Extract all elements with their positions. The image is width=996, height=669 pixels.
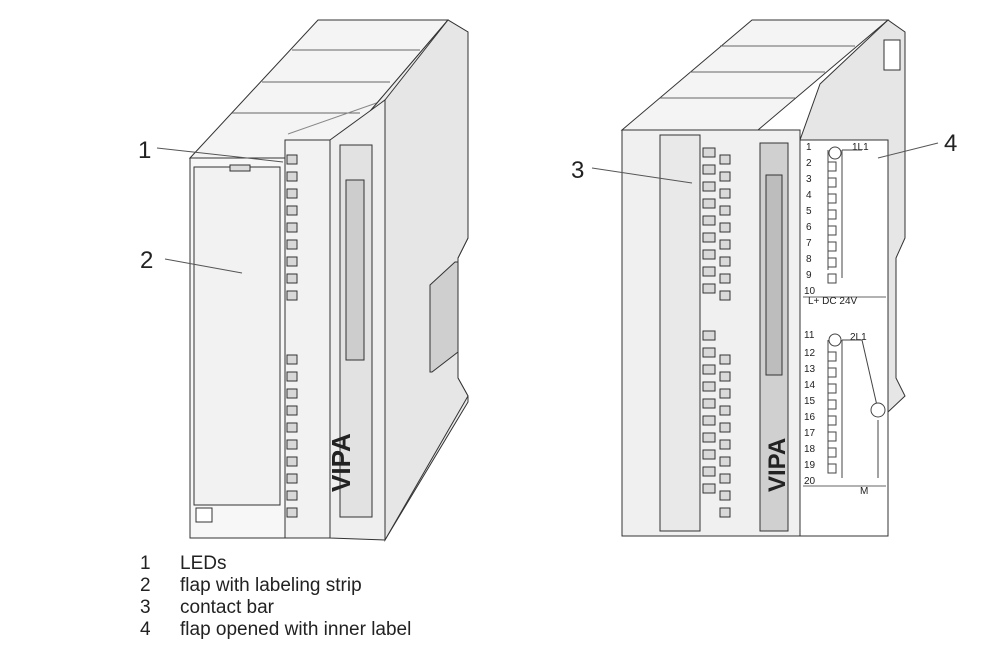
callout-1: 1	[138, 137, 284, 164]
inner-label-flap	[799, 139, 889, 537]
contact-bar	[702, 147, 731, 518]
legend-number: 4	[140, 619, 151, 640]
legend-number: 2	[140, 575, 151, 596]
legend-text: flap with labeling strip	[180, 575, 362, 596]
group1-label: 1L1	[852, 142, 869, 153]
terminal-9: 9	[806, 270, 812, 281]
legend-item: 2 flap with labeling strip	[140, 575, 411, 597]
module-closed: VIPA	[188, 19, 469, 542]
terminal-11: 11	[804, 330, 815, 341]
terminal-4: 4	[806, 190, 812, 201]
terminal-12: 12	[804, 348, 816, 359]
brand-logo-left: VIPA	[326, 433, 356, 492]
terminal-18: 18	[804, 444, 816, 455]
inner-label	[803, 146, 886, 487]
terminal-15: 15	[804, 396, 816, 407]
terminal-16: 16	[804, 412, 816, 423]
terminal-14: 14	[804, 380, 816, 391]
legend-item: 3 contact bar	[140, 597, 411, 619]
module-open: VIPA	[620, 19, 906, 537]
terminal-7: 7	[806, 238, 812, 249]
terminal-2: 2	[806, 158, 812, 169]
legend-text: flap opened with inner label	[180, 619, 412, 640]
callout-2-label: 2	[140, 247, 153, 274]
callout-4: 4	[877, 130, 957, 159]
legend-text: contact bar	[180, 597, 274, 618]
terminal-5: 5	[806, 206, 812, 217]
callout-4-label: 4	[944, 130, 957, 157]
terminal-17: 17	[804, 428, 816, 439]
group2-label: 2L1	[850, 332, 867, 343]
terminal-10: 10	[804, 286, 816, 297]
terminal-3: 3	[806, 174, 812, 185]
terminal-numbers: 1 2 3 4 5 6 7 8 9 10 11 12 13 14 15 16 1…	[804, 142, 869, 497]
legend-number: 3	[140, 597, 151, 618]
callout-1-label: 1	[138, 137, 151, 164]
terminal-6: 6	[806, 222, 812, 233]
callout-3: 3	[571, 157, 693, 184]
inner-label-terminals	[827, 161, 837, 474]
terminal-1: 1	[806, 142, 812, 153]
ground-label: M	[860, 486, 868, 497]
terminal-8: 8	[806, 254, 812, 265]
callout-3-label: 3	[571, 157, 584, 184]
terminal-19: 19	[804, 460, 816, 471]
legend: 1 LEDs 2 flap with labeling strip 3 contact…	[140, 553, 411, 641]
brand-logo-right: VIPA	[764, 438, 791, 492]
supply-label: L+ DC 24V	[808, 296, 858, 307]
terminal-20: 20	[804, 476, 816, 487]
module-closed-side-connector	[429, 261, 459, 373]
legend-item: 4 flap opened with inner label	[140, 619, 411, 641]
legend-item: 1 LEDs	[140, 553, 411, 575]
terminal-13: 13	[804, 364, 816, 375]
legend-number: 1	[140, 553, 151, 574]
legend-text: LEDs	[180, 553, 227, 574]
labeling-flap	[193, 166, 281, 506]
led-column	[286, 154, 298, 518]
callout-2: 2	[140, 247, 243, 274]
